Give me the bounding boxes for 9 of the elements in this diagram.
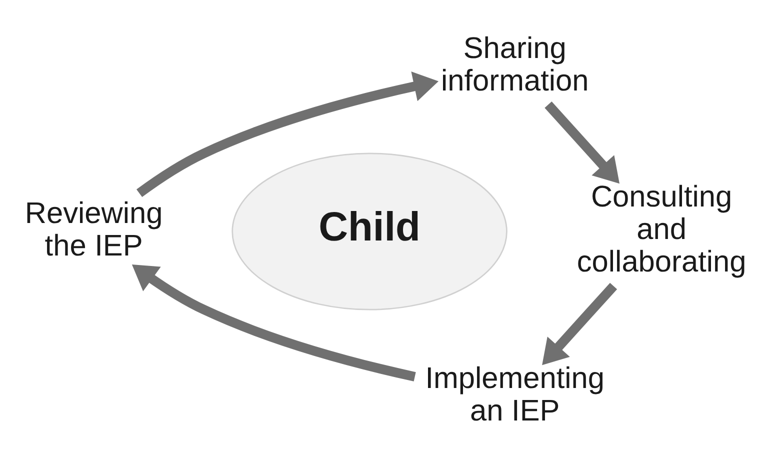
node-text: Implementing an IEP [425,361,605,427]
node-text: Sharing information [440,31,589,97]
arrow [132,264,416,381]
node-text: Reviewing the IEP [24,196,163,262]
arrow [542,282,618,365]
node-ellipse: Child [232,152,508,310]
arrow [136,71,439,197]
arrow [544,100,620,184]
node-text: Consulting and collaborating [576,180,746,278]
